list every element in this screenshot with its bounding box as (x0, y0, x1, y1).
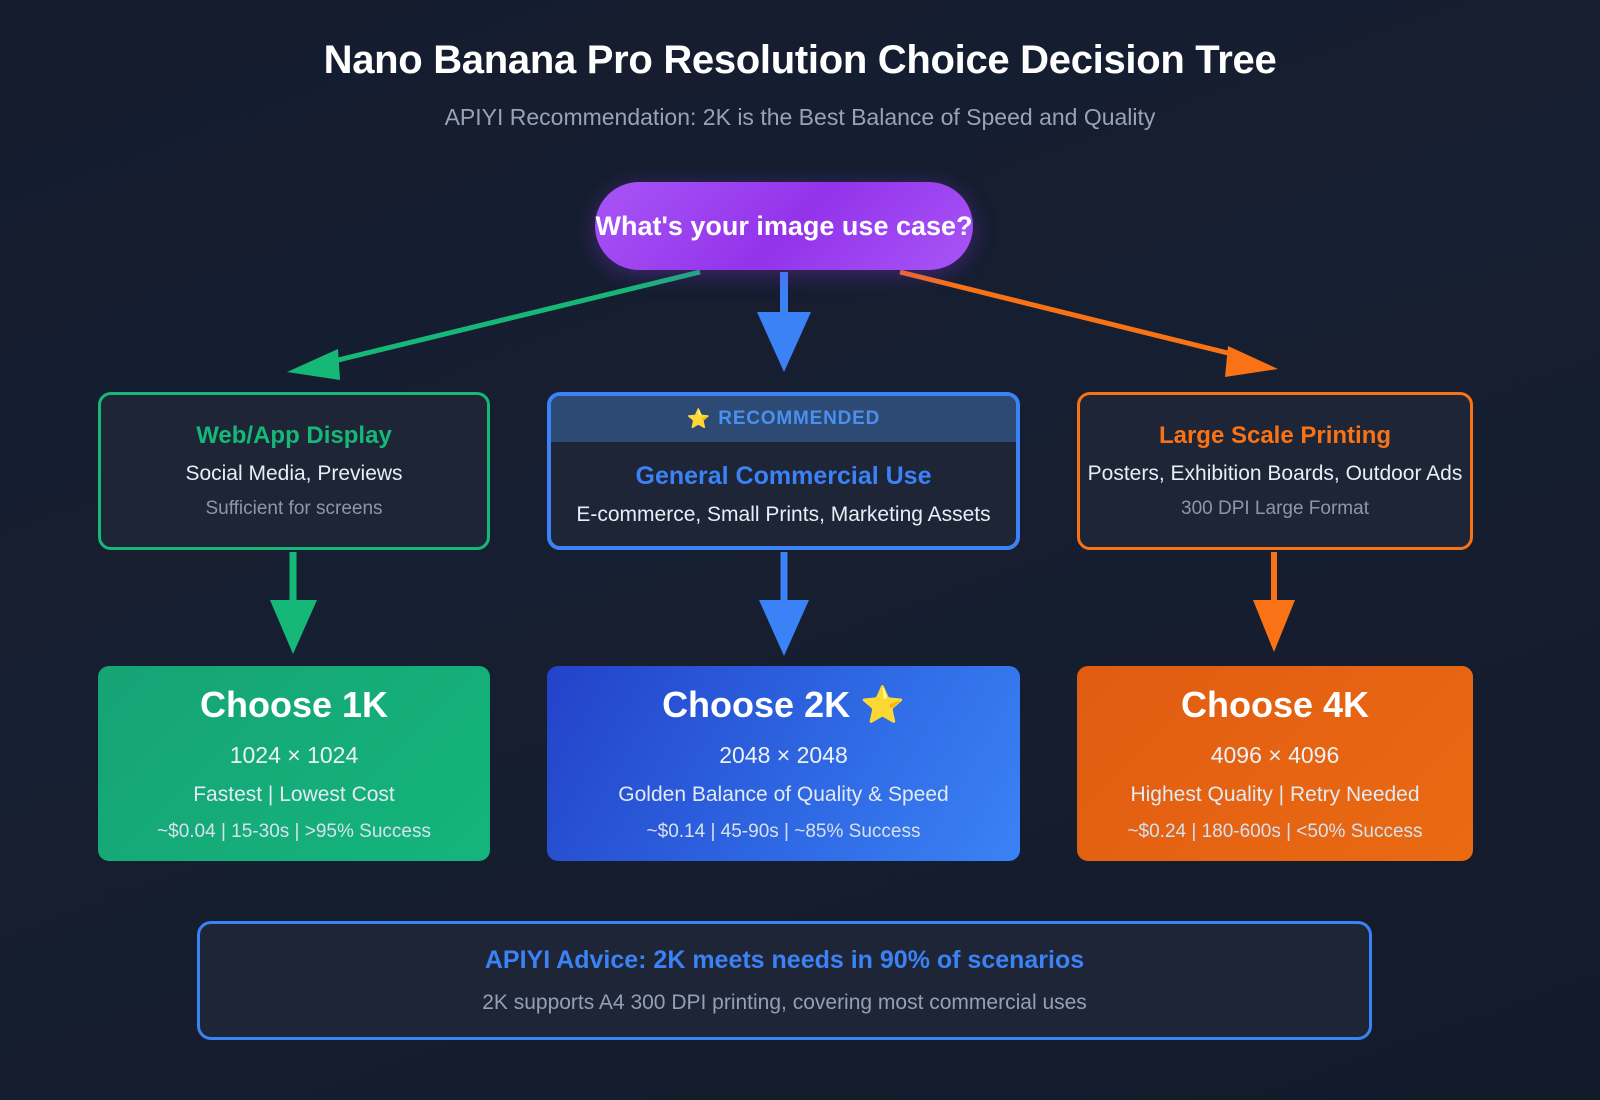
result-1k-dimensions: 1024 × 1024 (229, 742, 359, 768)
branch-print-heading: Large Scale Printing (1158, 422, 1392, 449)
advice-headline: APIYI Advice: 2K meets needs in 90% of s… (484, 946, 1085, 974)
branch-web-detail: Social Media, Previews (185, 462, 403, 485)
branch-card-web-app-display[interactable]: Web/App Display Social Media, Previews S… (98, 392, 490, 550)
root-node-label: What's your image use case? (595, 210, 973, 241)
advice-detail: 2K supports A4 300 DPI printing, coverin… (482, 991, 1087, 1014)
result-4k-title: Choose 4K (1180, 684, 1370, 725)
connector-root-to-commercial (757, 272, 811, 372)
branch-card-large-scale-printing[interactable]: Large Scale Printing Posters, Exhibition… (1077, 392, 1473, 550)
result-card-1k[interactable]: Choose 1K 1024 × 1024 Fastest | Lowest C… (98, 666, 490, 861)
star-icon: ⭐ (686, 409, 712, 430)
recommended-badge: ⭐ RECOMMENDED (551, 396, 1016, 442)
page-title: Nano Banana Pro Resolution Choice Decisi… (323, 38, 1277, 82)
connector-commercial-to-2k (759, 552, 809, 656)
connector-root-to-web (287, 269, 701, 380)
root-decision-node[interactable]: What's your image use case? (595, 182, 973, 270)
result-1k-title: Choose 1K (199, 684, 389, 725)
result-2k-dimensions: 2048 × 2048 (719, 742, 848, 768)
result-4k-metrics: ~$0.24 | 180-600s | <50% Success (1127, 821, 1423, 842)
result-4k-summary: Highest Quality | Retry Needed (1130, 783, 1420, 806)
recommended-badge-label: RECOMMENDED (718, 408, 881, 429)
result-2k-title: Choose 2K ⭐ (662, 684, 905, 725)
result-1k-metrics: ~$0.04 | 15-30s | >95% Success (157, 821, 431, 842)
branch-print-note: 300 DPI Large Format (1181, 498, 1369, 519)
branch-card-general-commercial-use[interactable]: ⭐ RECOMMENDED General Commercial Use E-c… (547, 392, 1020, 550)
connector-print-to-4k (1253, 552, 1295, 652)
result-2k-summary: Golden Balance of Quality & Speed (618, 783, 949, 806)
branch-web-note: Sufficient for screens (205, 498, 383, 519)
result-2k-metrics: ~$0.14 | 45-90s | ~85% Success (646, 821, 921, 842)
advice-box: APIYI Advice: 2K meets needs in 90% of s… (197, 921, 1372, 1040)
branch-web-heading: Web/App Display (196, 422, 392, 449)
result-card-2k[interactable]: Choose 2K ⭐ 2048 × 2048 Golden Balance o… (547, 666, 1020, 861)
result-4k-dimensions: 4096 × 4096 (1210, 742, 1340, 768)
connector-web-to-1k (270, 552, 317, 654)
result-card-4k[interactable]: Choose 4K 4096 × 4096 Highest Quality | … (1077, 666, 1473, 861)
connector-root-to-print (899, 269, 1278, 377)
branch-print-detail: Posters, Exhibition Boards, Outdoor Ads (1087, 462, 1463, 485)
result-1k-summary: Fastest | Lowest Cost (193, 783, 395, 806)
branch-commercial-detail: E-commerce, Small Prints, Marketing Asse… (576, 502, 991, 526)
page-subtitle: APIYI Recommendation: 2K is the Best Bal… (444, 104, 1156, 130)
branch-commercial-heading: General Commercial Use (635, 461, 932, 490)
branch-commercial-body: General Commercial Use E-commerce, Small… (551, 442, 1016, 546)
